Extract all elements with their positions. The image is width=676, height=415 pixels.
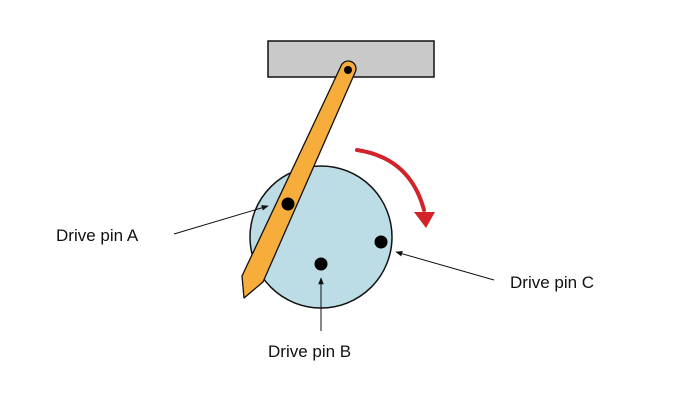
leader-line-a [173,205,269,235]
drive-pin-c [374,235,388,249]
lever-pivot-pin [344,66,352,74]
label-drive-pin-b: Drive pin B [268,342,352,361]
drive-pin-a [281,197,295,211]
lever-arm [241,60,357,299]
label-drive-pin-c: Drive pin C [510,273,595,292]
rotation-arrow [355,148,426,212]
rotation-arrowhead [414,212,435,228]
leader-line-c [395,251,495,281]
drive-pin-b [314,257,328,271]
label-drive-pin-a: Drive pin A [56,226,139,245]
